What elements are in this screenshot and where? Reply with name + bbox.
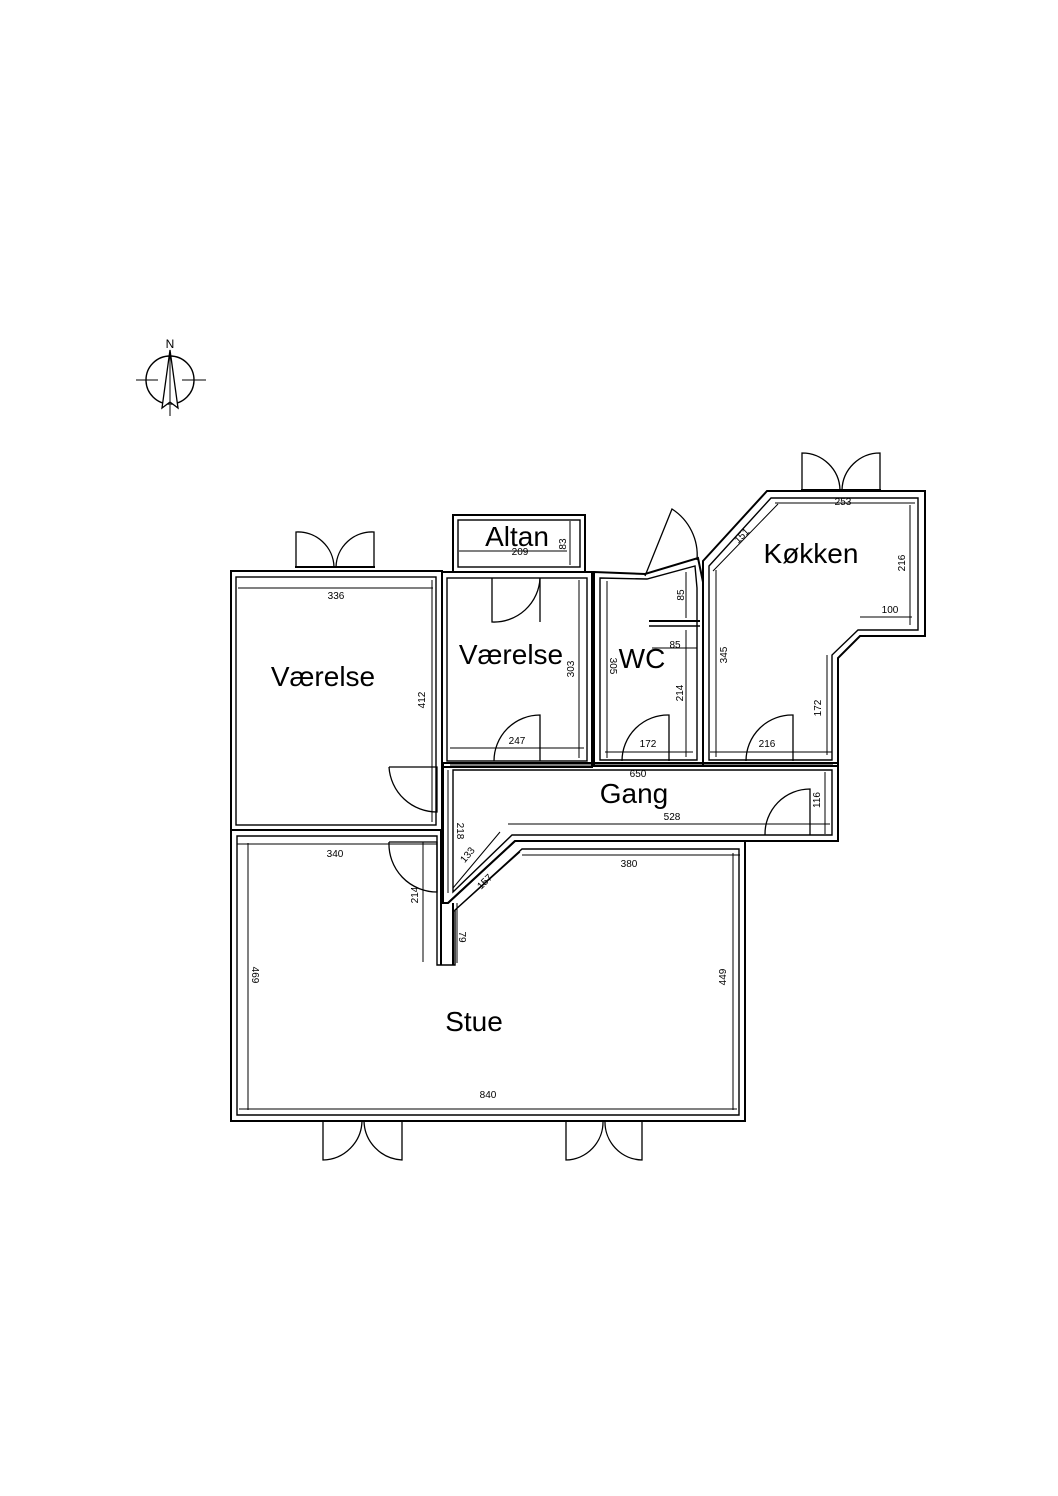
room-label-kokken: Køkken	[764, 538, 859, 569]
door-wc	[621, 714, 670, 762]
window-vaerelse-1	[295, 531, 375, 568]
room-label-stue: Stue	[445, 1006, 503, 1037]
dim-label: 253	[835, 497, 852, 508]
door-stue	[388, 841, 438, 893]
dim-label: 340	[327, 849, 344, 860]
dim-label: 85	[669, 640, 681, 651]
door-vaerelse-1	[388, 766, 438, 813]
dim-label: 116	[812, 792, 823, 808]
door-vaerelse-2-top	[491, 577, 541, 623]
walls	[230, 490, 926, 1122]
dim-label: 305	[607, 658, 618, 675]
dim-label: 303	[566, 660, 577, 677]
door-vaerelse-2	[493, 714, 541, 762]
dimension-lines	[237, 502, 915, 1110]
room-label-altan: Altan	[485, 521, 549, 552]
dim-label: 380	[621, 859, 638, 870]
dim-label: 214	[410, 886, 421, 903]
dim-label: 209	[512, 547, 529, 558]
dim-label: 172	[813, 699, 824, 716]
dim-label: 100	[882, 605, 899, 616]
dim-label: 345	[719, 646, 730, 663]
room-labels: Værelse Altan Værelse WC Køkken Gang Stu…	[271, 521, 859, 1037]
door-gang-right	[764, 788, 811, 836]
north-label: N	[166, 337, 175, 351]
dim-label: 449	[718, 968, 729, 985]
dim-label: 172	[640, 739, 657, 750]
dim-label: 218	[454, 823, 465, 840]
room-label-vaerelse-1: Værelse	[271, 661, 375, 692]
door-kokken	[745, 714, 794, 762]
doors-and-windows	[295, 452, 881, 1161]
room-kokken-outline	[702, 490, 926, 767]
window-kokken	[801, 452, 881, 491]
dim-label: 151	[732, 526, 752, 546]
room-label-gang: Gang	[600, 778, 669, 809]
compass: N	[136, 337, 206, 416]
dim-label: 216	[897, 554, 908, 571]
dim-label: 650	[630, 769, 647, 780]
dim-label: 336	[328, 591, 345, 602]
dim-label: 83	[558, 538, 569, 550]
room-label-vaerelse-2: Værelse	[459, 639, 563, 670]
dim-label: 469	[249, 967, 260, 984]
dim-label: 247	[509, 736, 526, 747]
room-label-wc: WC	[619, 643, 666, 674]
dim-label: 412	[417, 691, 428, 708]
dim-label: 216	[759, 739, 776, 750]
window-stue-left	[322, 1120, 403, 1161]
dim-label: 840	[480, 1090, 497, 1101]
dim-label: 79	[456, 931, 467, 943]
dim-label: 214	[675, 684, 686, 701]
dim-label: 85	[676, 589, 687, 601]
dimension-labels: 336 412 209 83 303 247 305 85 85 214 172…	[249, 497, 908, 1101]
dim-label: 528	[664, 812, 681, 823]
room-vaerelse-2-outline	[441, 571, 593, 768]
room-vaerelse-1-outline	[230, 570, 443, 831]
window-stue-right	[565, 1120, 643, 1161]
door-altan	[644, 508, 698, 577]
